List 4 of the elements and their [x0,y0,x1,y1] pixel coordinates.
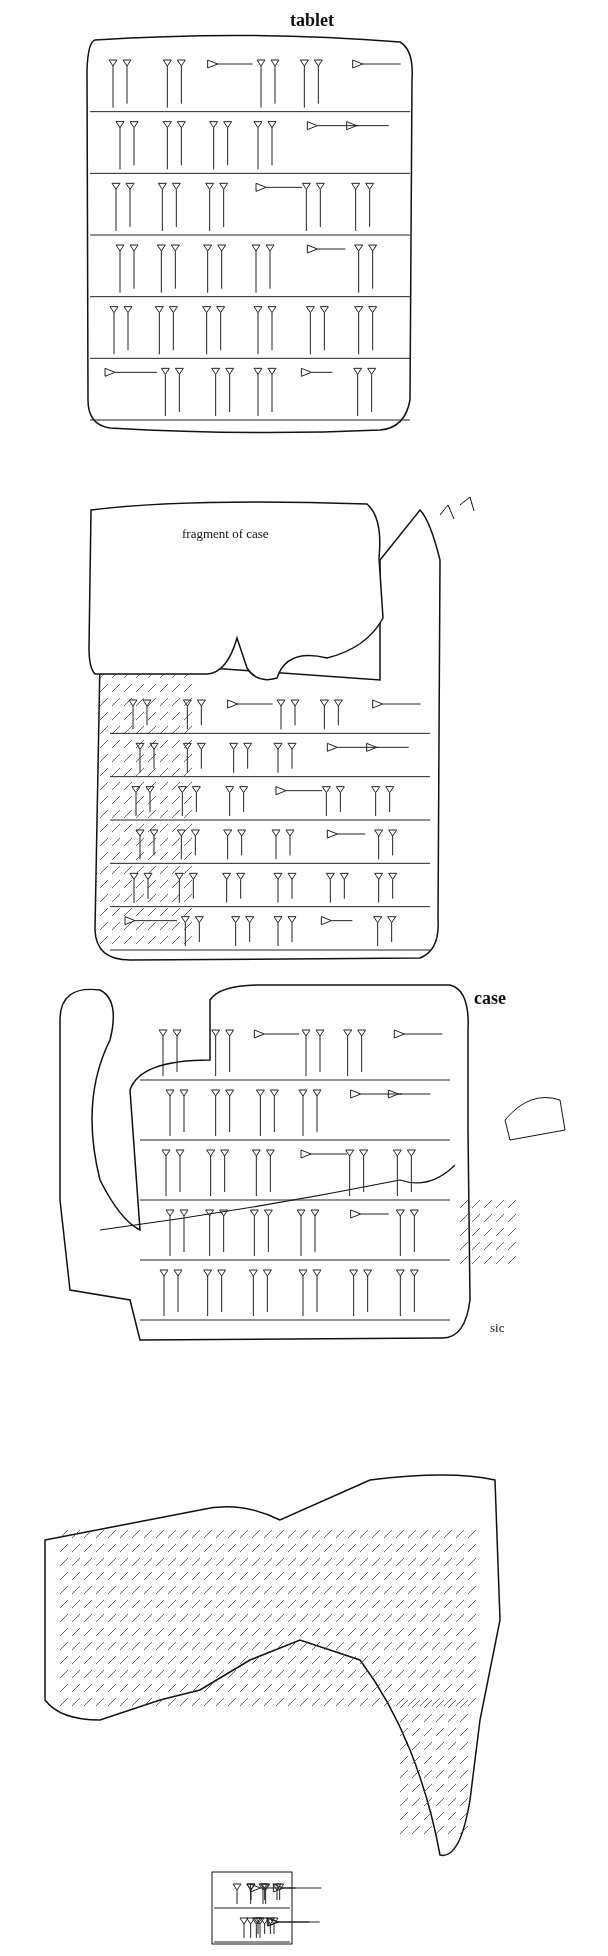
fragment-label: fragment of case [182,526,269,542]
case-label: case [474,988,506,1009]
sic-note: sic [490,1320,505,1336]
title-label: tablet [290,10,334,31]
